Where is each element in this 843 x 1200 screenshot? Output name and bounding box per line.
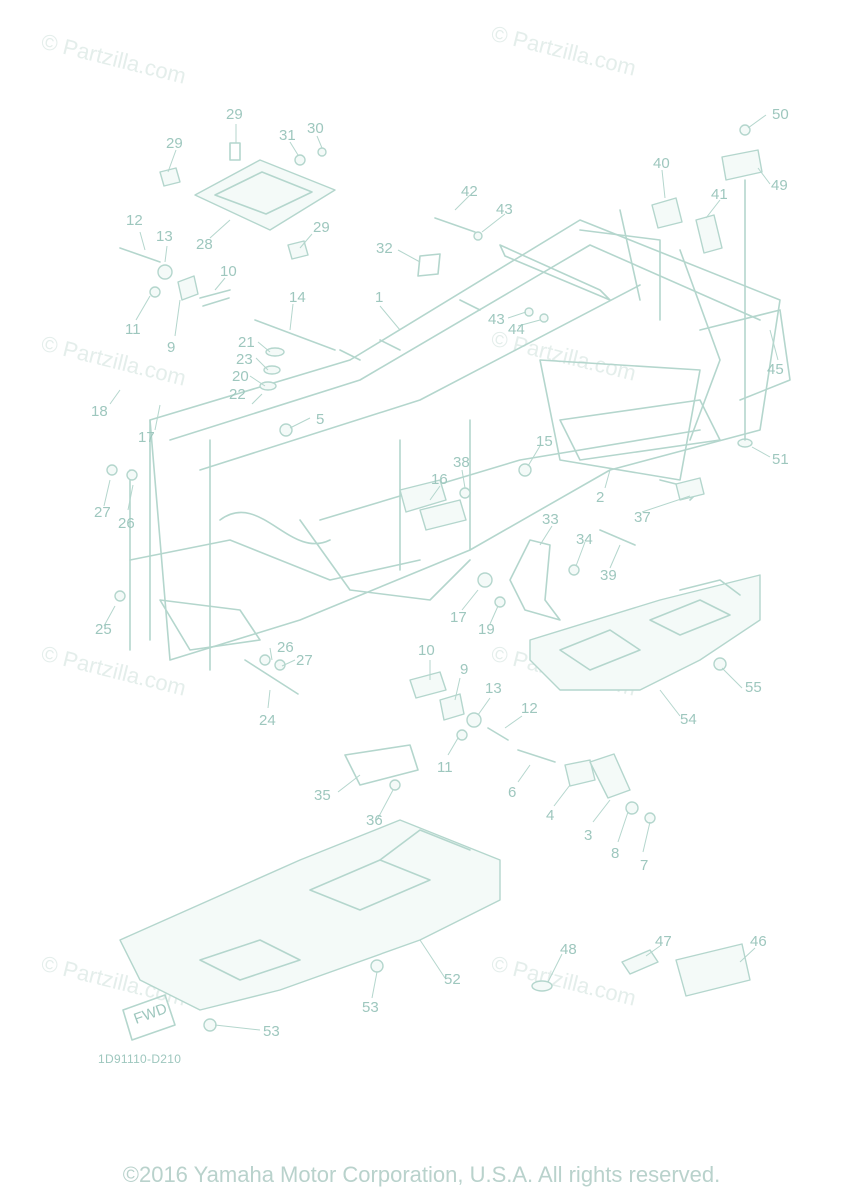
callout-13: 13 [485,680,502,697]
callout-7: 7 [640,857,648,874]
callout-39: 39 [600,567,617,584]
callout-1: 1 [375,289,383,306]
callout-20: 20 [232,368,249,385]
callout-42: 42 [461,183,478,200]
callout-48: 48 [560,941,577,958]
callout-12: 12 [521,700,538,717]
front-skid-plate: FWD [119,819,501,1041]
callout-52: 52 [444,971,461,988]
callout-43: 43 [496,201,513,218]
callout-29: 29 [226,106,243,123]
callout-29: 29 [166,135,183,152]
watermark: © Partzilla.com [489,951,639,1011]
callout-36: 36 [366,812,383,829]
rear-assembly [559,309,791,501]
callout-26: 26 [277,639,294,656]
callout-17: 17 [450,609,467,626]
callout-40: 40 [653,155,670,172]
callout-23: 23 [236,351,253,368]
callout-19: 19 [478,621,495,638]
callout-35: 35 [314,787,331,804]
callout-10: 10 [220,263,237,280]
callout-45: 45 [767,361,784,378]
callout-22: 22 [229,386,246,403]
callout-27: 27 [296,652,313,669]
callout-21: 21 [238,334,255,351]
callout-8: 8 [611,845,619,862]
callout-53: 53 [263,1023,280,1040]
top-plate [194,142,336,231]
callout-37: 37 [634,509,651,526]
main-frame [129,209,781,671]
callout-11: 11 [437,759,453,776]
hardware-parts [106,124,763,1032]
callout-47: 47 [655,933,672,950]
callout-33: 33 [542,511,559,528]
copyright-notice: ©2016 Yamaha Motor Corporation, U.S.A. A… [122,1162,721,1187]
callout-50: 50 [772,106,789,123]
callout-34: 34 [576,531,593,548]
callout-51: 51 [772,451,789,468]
callout-27: 27 [94,504,111,521]
callout-labels: 1 2 3 4 5 6 7 8 9 9 10 10 11 11 12 12 13… [91,106,789,1040]
callout-44: 44 [508,321,525,338]
callout-53: 53 [362,999,379,1016]
callout-5: 5 [316,411,324,428]
callout-43: 43 [488,311,505,328]
watermark: © Partzilla.com [39,29,189,89]
callout-12: 12 [126,212,143,229]
callout-18: 18 [91,403,108,420]
callout-29: 29 [313,219,330,236]
callout-26: 26 [118,515,135,532]
callout-9: 9 [167,339,175,356]
callout-10: 10 [418,642,435,659]
callout-11: 11 [125,321,141,338]
callout-41: 41 [711,186,728,203]
callout-13: 13 [156,228,173,245]
rear-skid-plate [529,574,761,691]
callout-38: 38 [453,454,470,471]
callout-54: 54 [680,711,697,728]
callout-3: 3 [584,827,592,844]
callout-28: 28 [196,236,213,253]
callout-24: 24 [259,712,276,729]
callout-55: 55 [745,679,762,696]
callout-32: 32 [376,240,393,257]
callout-15: 15 [536,433,553,450]
callout-9: 9 [460,661,468,678]
callout-16: 16 [431,471,448,488]
callout-17: 17 [138,429,155,446]
callout-25: 25 [95,621,112,638]
callout-31: 31 [279,127,296,144]
callout-46: 46 [750,933,767,950]
watermark: © Partzilla.com [489,21,639,81]
callout-2: 2 [596,489,604,506]
callout-6: 6 [508,784,516,801]
callout-4: 4 [546,807,554,824]
callout-49: 49 [771,177,788,194]
callout-30: 30 [307,120,324,137]
callout-14: 14 [289,289,306,306]
diagram-code: 1D91110-D210 [98,1052,182,1066]
watermark: © Partzilla.com [39,641,189,701]
leader-lines [103,114,779,1031]
